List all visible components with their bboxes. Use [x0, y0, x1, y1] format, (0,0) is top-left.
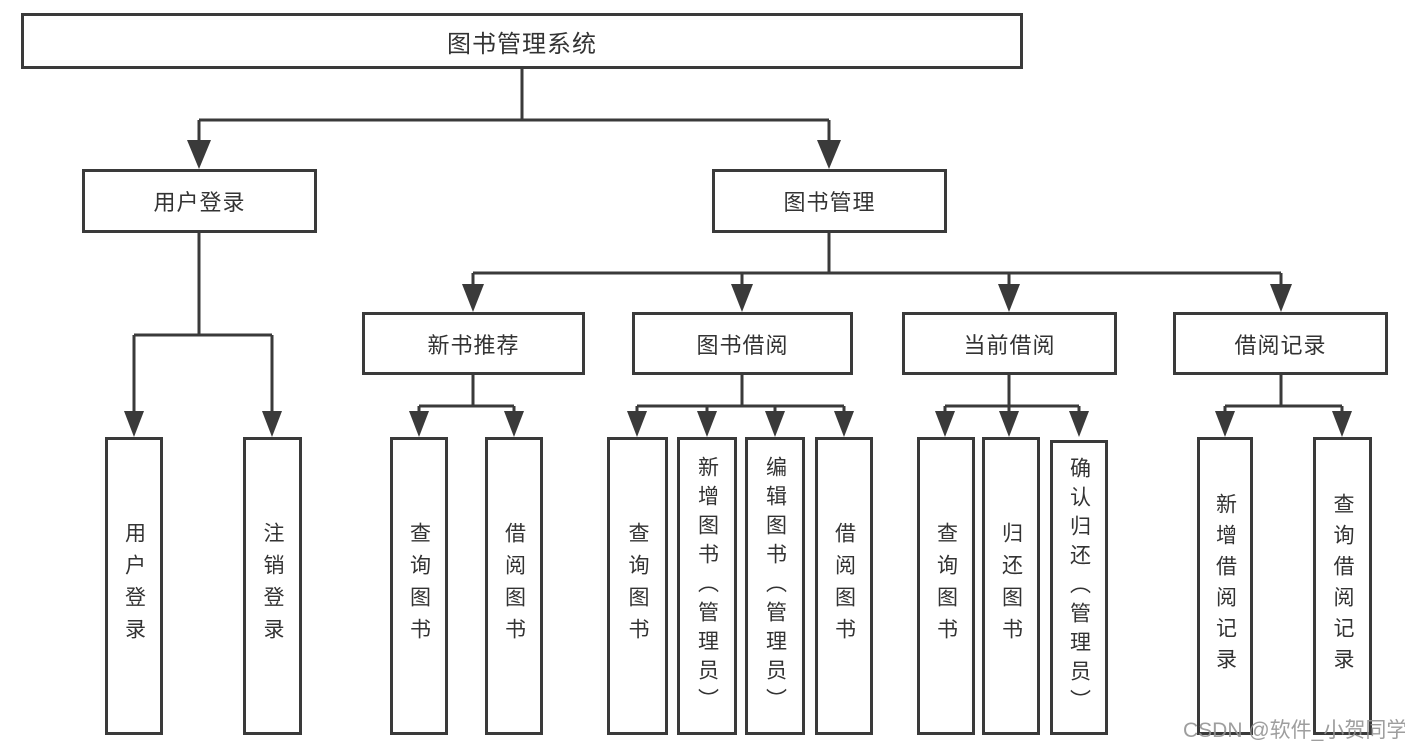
leaf-add-borrow-record: 新增借阅记录: [1197, 437, 1253, 735]
arrowhead: [697, 411, 717, 437]
leaf-query-books-2-label: 查询图书: [626, 522, 649, 650]
node-current-borrowing: 当前借阅: [902, 312, 1117, 375]
node-root: 图书管理系统: [21, 13, 1023, 69]
node-book-management-label: 图书管理: [783, 190, 876, 215]
leaf-add-books-admin-label: 新增图书（管理员）: [695, 455, 719, 717]
arrowhead: [817, 140, 841, 169]
node-borrowing-records: 借阅记录: [1173, 312, 1388, 375]
arrowhead: [765, 411, 785, 437]
leaf-confirm-return-admin-label: 确认归还（管理员）: [1067, 457, 1091, 718]
leaf-user-login-label: 用户登录: [122, 522, 146, 650]
node-new-book-recommendation: 新书推荐: [362, 312, 585, 375]
arrowhead: [1270, 284, 1292, 312]
leaf-add-borrow-record-label: 新增借阅记录: [1213, 493, 1237, 679]
node-user-login-label: 用户登录: [153, 190, 246, 215]
leaf-query-borrow-record: 查询借阅记录: [1313, 437, 1372, 735]
arrowhead: [627, 411, 647, 437]
arrowhead: [1215, 411, 1235, 437]
leaf-query-books-2: 查询图书: [607, 437, 668, 735]
node-borrowing-records-label: 借阅记录: [1234, 332, 1327, 358]
leaf-borrow-books-2: 借阅图书: [815, 437, 873, 735]
leaf-query-books-1: 查询图书: [390, 437, 448, 735]
node-book-borrowing: 图书借阅: [632, 312, 853, 375]
leaf-borrow-books-2-label: 借阅图书: [832, 522, 856, 650]
leaf-query-borrow-record-label: 查询借阅记录: [1331, 493, 1354, 679]
leaf-user-login: 用户登录: [105, 437, 163, 735]
arrowheads: [124, 140, 1352, 437]
arrowhead: [1069, 411, 1089, 437]
leaf-return-books-label: 归还图书: [999, 522, 1023, 650]
node-root-label: 图书管理系统: [447, 30, 597, 58]
arrowhead: [504, 411, 524, 437]
connector-lines: [132, 69, 1344, 413]
leaf-logout-label: 注销登录: [261, 522, 284, 650]
node-user-login: 用户登录: [82, 169, 317, 233]
leaf-logout: 注销登录: [243, 437, 302, 735]
leaf-query-books-1-label: 查询图书: [407, 522, 431, 650]
leaf-borrow-books-1: 借阅图书: [485, 437, 543, 735]
arrowhead: [262, 411, 282, 437]
leaf-edit-books-admin: 编辑图书（管理员）: [745, 437, 805, 735]
leaf-return-books: 归还图书: [982, 437, 1040, 735]
node-book-borrowing-label: 图书借阅: [696, 332, 789, 358]
arrowhead: [1332, 411, 1352, 437]
leaf-add-books-admin: 新增图书（管理员）: [677, 437, 737, 735]
arrowhead: [124, 411, 144, 437]
leaf-confirm-return-admin: 确认归还（管理员）: [1050, 440, 1108, 735]
arrowhead: [834, 411, 854, 437]
arrowhead: [935, 411, 955, 437]
arrowhead: [999, 411, 1019, 437]
watermark: CSDN @软件_小贺同学: [1183, 719, 1405, 742]
arrowhead: [462, 284, 484, 312]
arrowhead: [409, 411, 429, 437]
arrowhead: [731, 284, 753, 312]
node-book-management: 图书管理: [712, 169, 947, 233]
leaf-borrow-books-1-label: 借阅图书: [502, 522, 526, 650]
node-new-book-recommendation-label: 新书推荐: [427, 332, 520, 358]
leaf-query-books-3: 查询图书: [917, 437, 975, 735]
node-current-borrowing-label: 当前借阅: [963, 332, 1056, 358]
leaf-query-books-3-label: 查询图书: [934, 522, 958, 650]
leaf-edit-books-admin-label: 编辑图书（管理员）: [763, 455, 787, 717]
arrowhead: [187, 140, 211, 169]
arrowhead: [998, 284, 1020, 312]
